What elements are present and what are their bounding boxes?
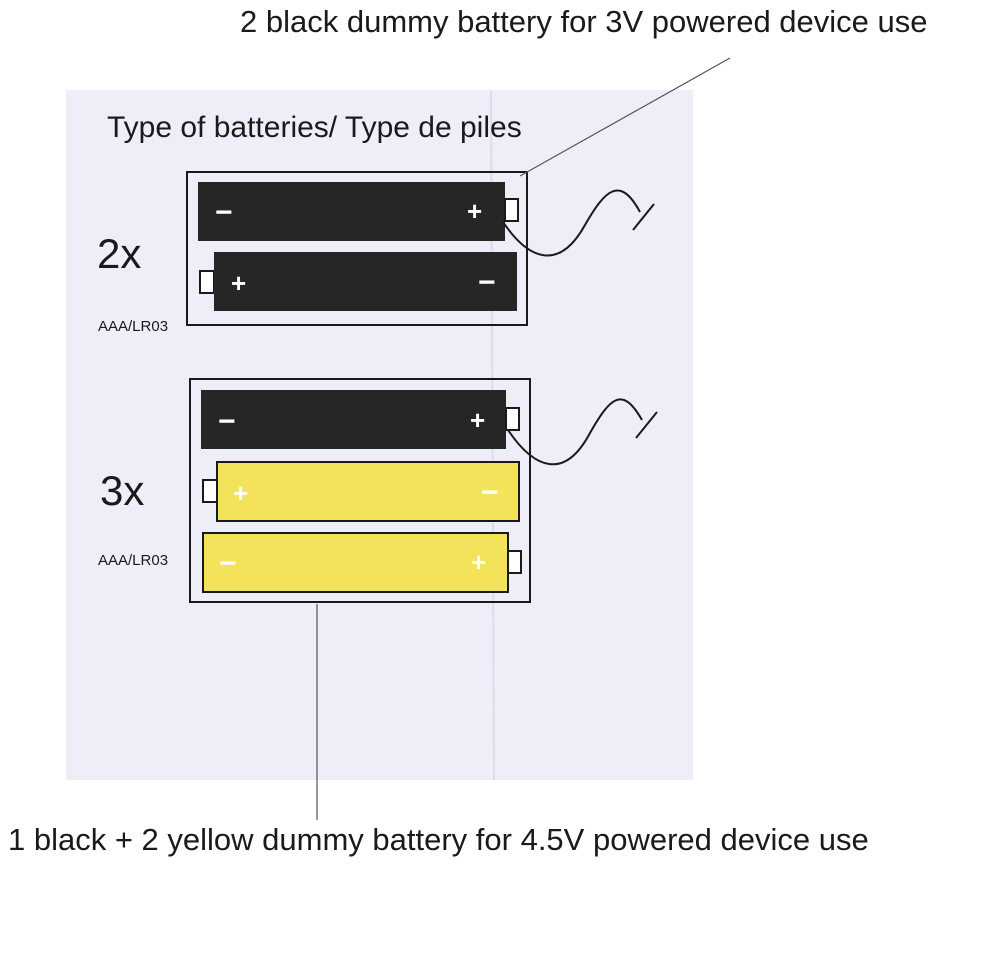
annotation-4-5v: 1 black + 2 yellow dummy battery for 4.5… [8, 822, 869, 857]
battery-body [214, 252, 517, 311]
battery-body [202, 532, 509, 593]
battery-body [201, 390, 506, 449]
battery-terminal [505, 407, 520, 431]
battery-right-sign: + [470, 405, 485, 435]
holder-3x-outline [189, 378, 531, 603]
wire-2x-end [632, 203, 655, 231]
battery-right-sign: + [471, 547, 486, 577]
count-label-3x: 3x [100, 467, 144, 514]
battery-3x-3: − + [202, 532, 522, 593]
battery-2x-1: − + [198, 182, 519, 241]
battery-right-sign: + [467, 196, 482, 226]
battery-2x-2: + − [199, 252, 517, 311]
card-title: Type of batteries/ Type de piles [107, 111, 522, 144]
size-label-3x: AAA/LR03 [98, 552, 168, 569]
battery-body [216, 461, 520, 522]
battery-left-sign: + [233, 478, 248, 508]
battery-terminal [199, 270, 215, 294]
count-label-2x: 2x [97, 230, 141, 277]
leader-line-top [519, 57, 731, 177]
battery-3x-1: − + [201, 390, 520, 449]
battery-terminal [504, 198, 519, 222]
battery-right-sign: − [478, 266, 496, 299]
battery-3x-2: + − [202, 461, 520, 522]
battery-terminal [507, 550, 522, 574]
battery-left-sign: − [219, 547, 237, 580]
battery-terminal [202, 479, 218, 503]
battery-left-sign: − [215, 196, 233, 229]
battery-body [198, 182, 505, 241]
battery-right-sign: − [481, 476, 499, 509]
wire-3x-end [635, 411, 658, 439]
wire-3x [507, 398, 643, 466]
wire-2x [502, 189, 641, 257]
size-label-2x: AAA/LR03 [98, 318, 168, 335]
annotation-3v: 2 black dummy battery for 3V powered dev… [240, 4, 928, 39]
battery-left-sign: − [218, 405, 236, 438]
battery-left-sign: + [231, 268, 246, 298]
